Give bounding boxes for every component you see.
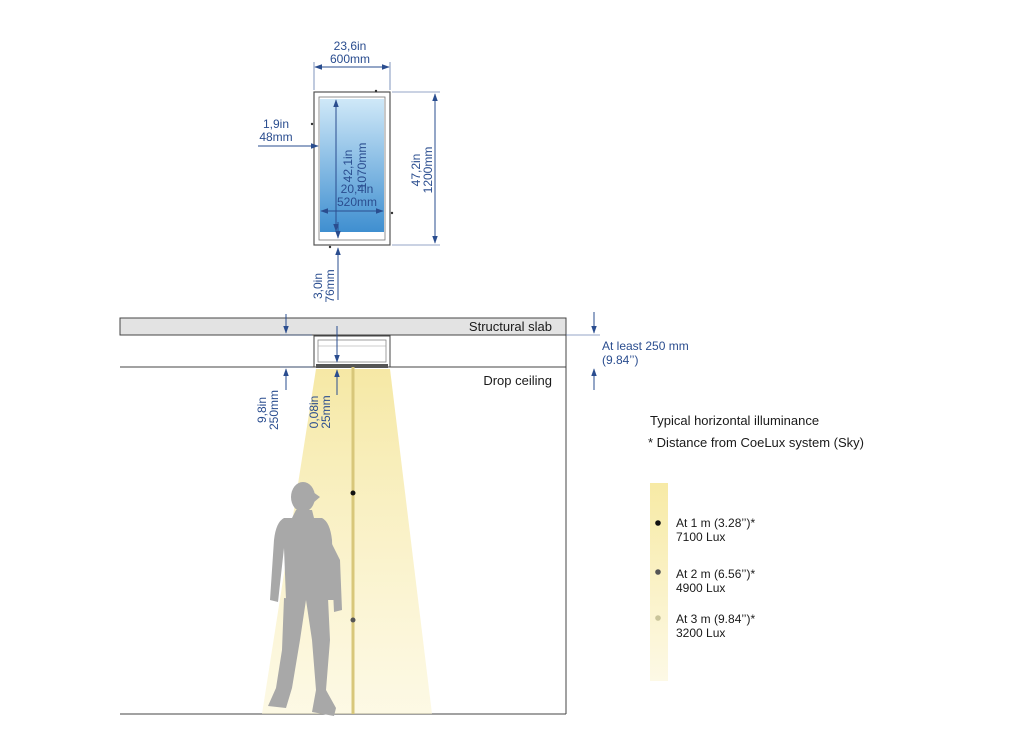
light-beam — [262, 369, 432, 714]
inner-height-mm: 1070mm — [355, 143, 369, 190]
fixture-lip — [316, 364, 388, 368]
drop-ceiling-label: Drop ceiling — [483, 373, 552, 388]
frame-marker — [328, 245, 332, 249]
legend-note: * Distance from CoeLux system (Sky) — [648, 435, 864, 450]
legend-dot — [655, 520, 661, 526]
person-silhouette — [268, 482, 342, 716]
legend-item-2m: At 2 m (6.56’’)* 4900 Lux — [655, 567, 755, 595]
legend-dot — [655, 615, 661, 621]
outer-height-in: 47,2in — [409, 154, 423, 187]
legend-item-1m: At 1 m (3.28’’)* 7100 Lux — [655, 516, 755, 544]
legend-lux: 7100 Lux — [676, 530, 725, 544]
left-frame-in: 1,9in — [263, 117, 289, 131]
legend-dot — [655, 569, 661, 575]
legend-title: Typical horizontal illuminance — [650, 413, 819, 428]
structural-slab-label: Structural slab — [469, 319, 552, 334]
offset-mm: 25mm — [319, 395, 333, 428]
legend-distance: At 2 m (6.56’’)* — [676, 567, 755, 581]
legend-distance: At 1 m (3.28’’)* — [676, 516, 755, 530]
point-1m — [350, 490, 356, 496]
inner-width-in: 20,4in — [341, 182, 374, 196]
legend-item-3m: At 3 m (9.84’’)* 3200 Lux — [655, 612, 755, 640]
frame-marker — [374, 89, 378, 93]
bottom-gap-mm: 76mm — [323, 269, 337, 302]
left-frame-mm: 48mm — [259, 130, 292, 144]
illuminance-legend: Typical horizontal illuminance * Distanc… — [648, 413, 864, 681]
frame-inner-edge — [318, 96, 386, 241]
section-view: Structural slab Drop ceiling At least 25… — [119, 312, 689, 716]
legend-lux: 3200 Lux — [676, 626, 725, 640]
inner-width-mm: 520mm — [337, 195, 377, 209]
fixture-inner — [317, 339, 387, 363]
outer-height-mm: 1200mm — [421, 147, 435, 194]
top-width-in: 23,6in — [334, 39, 367, 53]
depth-in: 9,8in — [255, 397, 269, 423]
legend-distance: At 3 m (9.84’’)* — [676, 612, 755, 626]
clearance-line2: (9.84’’) — [602, 353, 638, 367]
legend-gradient-bar — [650, 483, 668, 681]
clearance-line1: At least 250 mm — [602, 339, 689, 353]
plan-view: 23,6in 600mm 1,9in 48mm 42,1in 1070mm 20… — [258, 39, 440, 303]
depth-mm: 250mm — [267, 390, 281, 430]
inner-height-in: 42,1in — [341, 150, 355, 183]
structural-slab — [119, 317, 567, 336]
point-2m — [350, 617, 356, 623]
frame-marker — [390, 211, 394, 215]
legend-lux: 4900 Lux — [676, 581, 725, 595]
offset-in: 0,08in — [307, 396, 321, 429]
bottom-gap-in: 3,0in — [311, 273, 325, 299]
top-width-mm: 600mm — [330, 52, 370, 66]
frame-marker — [310, 122, 314, 126]
